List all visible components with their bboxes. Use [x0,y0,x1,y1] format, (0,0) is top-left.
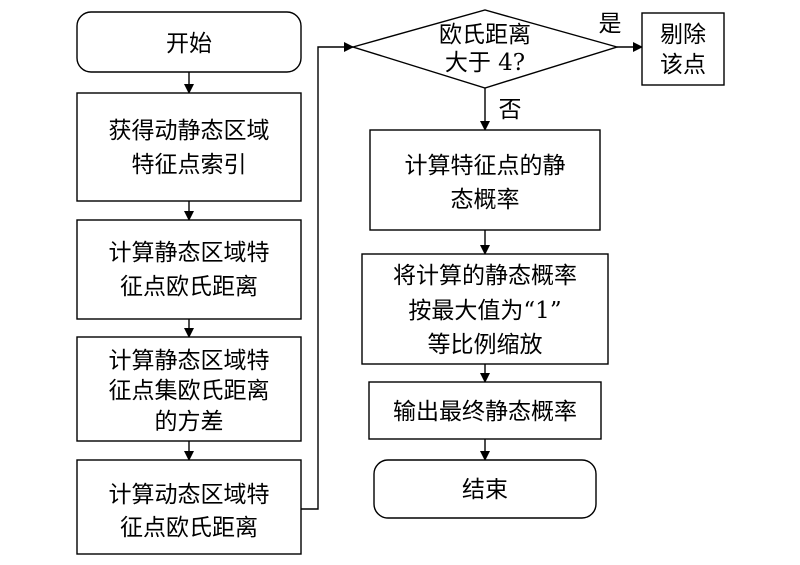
step5-box [369,129,601,231]
arrow-step4-decision [301,42,354,510]
step3-line3: 的方差 [155,409,224,435]
remove-box [641,12,725,86]
step6-line3: 等比例缩放 [428,332,543,358]
decision-line1: 欧氏距离 [439,22,531,48]
step3-line1: 计算静态区域特 [109,348,270,374]
decision-line2: 大于 4? [445,50,525,76]
step7-box [368,381,602,440]
end-label: 结束 [462,477,508,503]
remove-line1: 剔除 [660,22,706,48]
remove-line2: 该点 [660,52,706,78]
step3-line2: 征点集欧氏距离 [109,378,270,404]
no-label: 否 [499,97,522,123]
start-label: 开始 [166,31,212,57]
step1-box [76,92,302,202]
step4-line1: 计算动态区域特 [109,482,270,508]
step5-line2: 态概率 [451,187,520,213]
step7-label: 输出最终静态概率 [393,399,577,425]
step6-line1: 将计算的静态概率 [393,263,577,289]
step2-box [76,219,302,320]
step6-line2: 按最大值为“1” [408,298,561,324]
step5-line1: 计算特征点的静 [405,153,566,179]
step2-line2: 征点欧氏距离 [120,274,258,300]
yes-label: 是 [599,11,622,37]
end-node [373,459,597,519]
step4-box [76,459,302,555]
step2-line1: 计算静态区域特 [109,240,270,266]
step4-line2: 征点欧氏距离 [120,515,258,541]
step1-line2: 特征点索引 [132,152,247,178]
step6-box [361,253,609,365]
step1-line1: 获得动静态区域 [109,118,270,144]
